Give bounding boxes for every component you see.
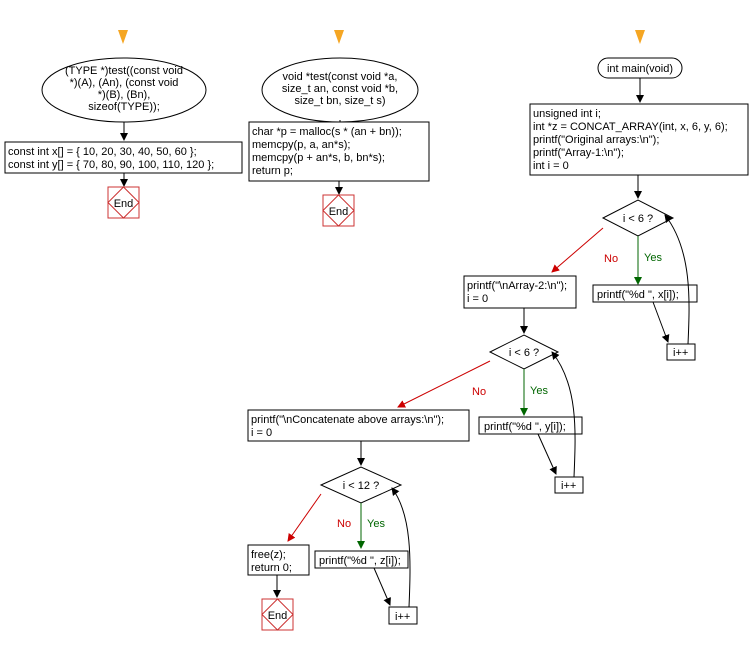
- flow3-box1-line-5: int i = 0: [533, 160, 569, 172]
- flow3-no-label-1: No: [604, 253, 618, 265]
- flow3-no-arrow-1: [551, 227, 604, 273]
- flow3-box2-line-2: i = 0: [467, 293, 488, 305]
- flow3-no-label-2: No: [472, 386, 486, 398]
- flow3-box3-line-2: i = 0: [251, 427, 272, 439]
- flow3-print-x-box: [592, 284, 698, 303]
- flow1-box-line-1: const int x[] = { 10, 20, 30, 40, 50, 60…: [8, 146, 197, 158]
- flow2-box-line-4: return p;: [252, 165, 293, 177]
- flow1-oval-line-4: sizeof(TYPE));: [88, 101, 160, 113]
- flow3-box4-line-1: free(z);: [251, 549, 286, 561]
- flow3-no-label-3: No: [337, 518, 351, 530]
- flow3-print-z-box: [314, 550, 409, 569]
- flow3-arrow-3: [652, 301, 670, 343]
- flow2-oval-line-2: size_t an, const void *b,: [282, 83, 398, 95]
- flow3-arrow-7: [373, 567, 391, 606]
- flow2-oval-line-1: void *test(const void *a,: [283, 71, 398, 83]
- flow3-end-label: End: [268, 610, 288, 622]
- flow3-cond3-label: i < 12 ?: [343, 480, 379, 492]
- flow1-start-arrow: [118, 30, 128, 44]
- flow3-yes-label-2: Yes: [530, 385, 548, 397]
- flow3-inc2-label: i++: [561, 480, 576, 492]
- flow2-box-line-1: char *p = malloc(s * (an + bn));: [252, 126, 402, 138]
- flow3-start-label: int main(void): [607, 63, 673, 75]
- flow3-condition-3: [319, 466, 403, 504]
- flow2-start-arrow: [334, 30, 344, 44]
- flow3-print1-label: printf("%d ", x[i]);: [597, 289, 679, 301]
- flow3-cleanup-box: [247, 544, 310, 576]
- flow3-box2-line-1: printf("\nArray-2:\n");: [467, 280, 567, 292]
- flow3-print2-label: printf("%d ", y[i]);: [484, 421, 566, 433]
- flow3-box1-line-3: printf("Original arrays:\n");: [533, 134, 659, 146]
- flow1-oval-line-3: *)(B), (Bn),: [98, 89, 151, 101]
- flow3-cond1-label: i < 6 ?: [623, 213, 653, 225]
- flow3-yes-label-3: Yes: [367, 518, 385, 530]
- flow3-inc1-label: i++: [673, 347, 688, 359]
- flow3-condition-1: [601, 199, 675, 237]
- flow2-end-label: End: [329, 206, 349, 218]
- flow2-box-line-3: memcpy(p + an*s, b, bn*s);: [252, 152, 385, 164]
- flow3-inc3-box: [388, 606, 418, 625]
- flow3-arrow-5: [537, 433, 557, 475]
- flow3-inc3-label: i++: [395, 611, 410, 623]
- flow3-loop-back-3: [391, 487, 411, 608]
- flow2-end-terminal: End: [322, 194, 355, 227]
- flow1-oval-line-1: (TYPE *)test((const void: [65, 65, 183, 77]
- flow3-array2-box: [463, 275, 577, 309]
- flow3-cond2-label: i < 6 ?: [509, 347, 539, 359]
- flow1-oval-line-2: *)(A), (An), (const void: [70, 77, 179, 89]
- flow3-print3-label: printf("%d ", z[i]);: [319, 555, 401, 567]
- flow3-loop-back-1: [664, 214, 690, 345]
- flow3-no-arrow-2: [397, 360, 491, 408]
- flow3-box4-line-2: return 0;: [251, 562, 292, 574]
- flow1-box-line-2: const int y[] = { 70, 80, 90, 100, 110, …: [8, 159, 214, 171]
- flow1-end-label: End: [114, 198, 134, 210]
- flow3-box3-line-1: printf("\nConcatenate above arrays:\n");: [251, 414, 444, 426]
- flow1-end-terminal: End: [107, 186, 140, 219]
- flow2-oval-line-3: size_t bn, size_t s): [294, 95, 385, 107]
- flow3-start-arrow: [635, 30, 645, 44]
- flow3-box1-line-4: printf("Array-1:\n");: [533, 147, 624, 159]
- flow3-concat-box: [247, 409, 470, 442]
- flow2-box-line-2: memcpy(p, a, an*s);: [252, 139, 350, 151]
- flow3-yes-label-1: Yes: [644, 252, 662, 264]
- flow3-box1-line-2: int *z = CONCAT_ARRAY(int, x, 6, y, 6);: [533, 121, 728, 133]
- flow3-init-box: [529, 103, 749, 176]
- flow3-print-y-box: [478, 416, 583, 435]
- flow3-end-terminal: End: [261, 598, 294, 631]
- flow3-no-arrow-3: [287, 493, 322, 542]
- flow1-declarations-box: [4, 141, 243, 174]
- flow3-loop-back-2: [551, 351, 576, 478]
- flow3-inc1-box: [666, 343, 696, 361]
- flow3-inc2-box: [554, 476, 584, 494]
- flow3-box1-line-1: unsigned int i;: [533, 108, 601, 120]
